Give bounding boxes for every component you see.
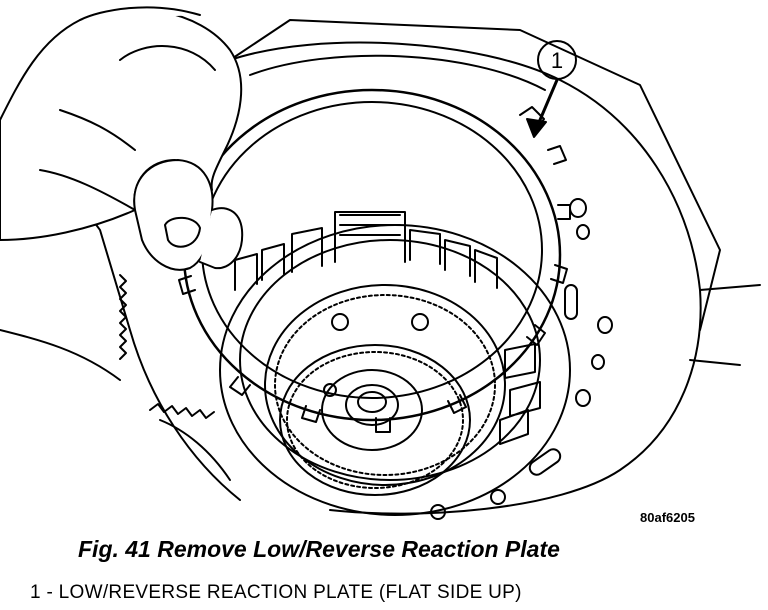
thumb-nail	[164, 216, 201, 248]
case-hole	[597, 316, 613, 334]
clutch-drum-inner	[239, 239, 541, 481]
callout-arrowhead	[526, 118, 547, 138]
case-outer-ledge	[229, 19, 721, 331]
legend-item: 1 - LOW/REVERSE REACTION PLATE (FLAT SID…	[30, 582, 522, 604]
center-shaft-inner	[357, 391, 387, 413]
case-slot	[564, 284, 578, 320]
hand-thumb	[133, 159, 214, 271]
sun-gear-hub	[279, 344, 471, 496]
reaction-plate-inner	[201, 101, 543, 399]
figure-reference-code: 80af6205	[640, 510, 695, 525]
callout-number: 1	[551, 48, 563, 73]
ring-gear	[264, 284, 506, 486]
ring-gear-teeth	[274, 294, 496, 476]
case-hole	[575, 389, 591, 407]
case-inner-ledge	[249, 54, 546, 91]
hand-finger-lower	[199, 207, 244, 270]
callout-leader	[535, 78, 559, 129]
drum-right-splines	[499, 343, 541, 445]
transmission-illustration: 1	[0, 6, 761, 520]
center-bore	[321, 369, 423, 451]
drum-splines	[234, 211, 498, 291]
left-gear-teeth	[119, 274, 127, 360]
legend-text: LOW/REVERSE REACTION PLATE (FLAT SIDE UP…	[58, 582, 522, 603]
case-slot	[528, 448, 562, 476]
case-hole	[576, 224, 590, 240]
right-housing	[689, 284, 761, 366]
hand-finger-upper	[79, 6, 216, 71]
sun-gear-teeth	[286, 351, 464, 489]
case-hole	[591, 354, 605, 370]
case-hole	[490, 489, 506, 505]
left-housing-inner	[0, 329, 121, 381]
figure-caption: Fig. 41 Remove Low/Reverse Reaction Plat…	[78, 536, 560, 562]
reaction-plate-lugs	[178, 106, 571, 433]
center-shaft	[345, 384, 399, 426]
legend-separator: -	[40, 582, 59, 603]
case-hole	[569, 198, 587, 218]
legend-number: 1	[30, 582, 41, 603]
lower-left-gear-teeth	[149, 403, 215, 419]
